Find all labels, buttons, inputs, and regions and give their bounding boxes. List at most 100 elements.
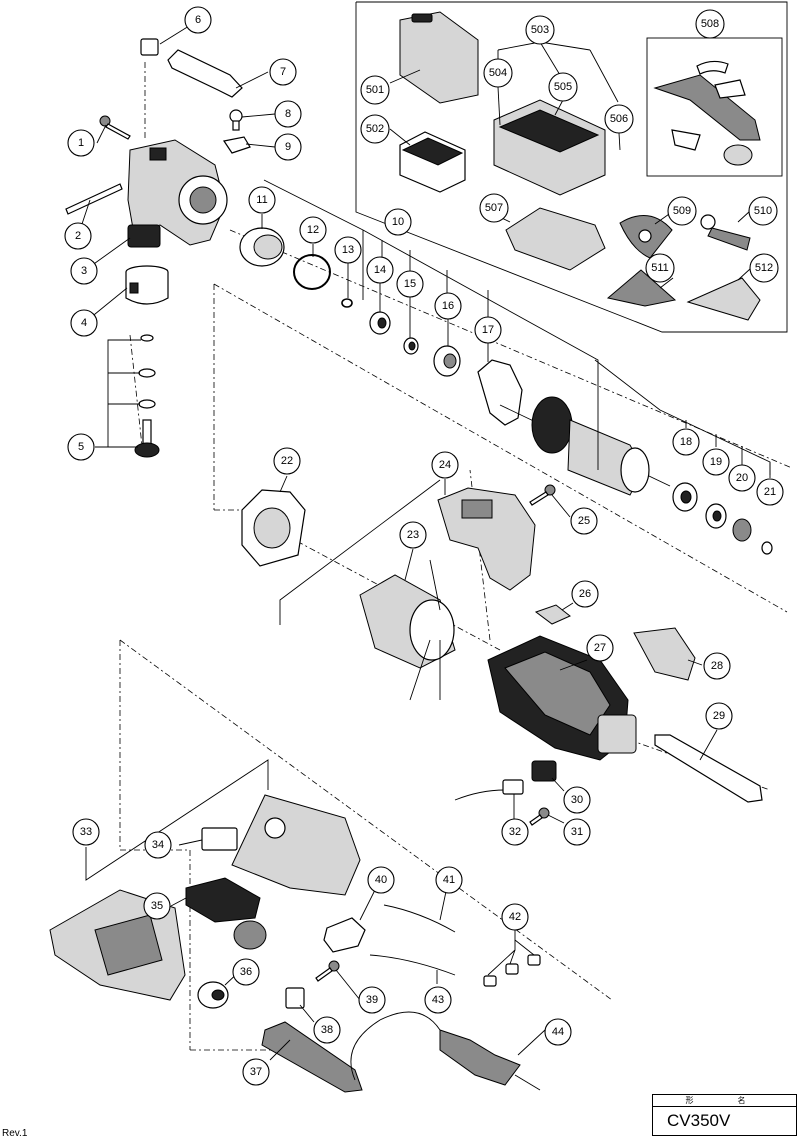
callout-27: 27 xyxy=(586,634,614,662)
callout-number: 21 xyxy=(764,486,776,498)
callout-number: 41 xyxy=(443,874,455,886)
callout-number: 512 xyxy=(755,262,773,274)
callout-36: 36 xyxy=(232,958,260,986)
part-main-housing xyxy=(487,635,637,761)
callout-number: 6 xyxy=(195,14,201,26)
callout-number: 42 xyxy=(509,911,521,923)
callout-25: 25 xyxy=(570,507,598,535)
callout-number: 503 xyxy=(531,24,549,36)
callout-4: 4 xyxy=(70,309,98,337)
part-noise-suppressor xyxy=(323,917,366,953)
callout-23: 23 xyxy=(399,521,427,549)
callout-511: 511 xyxy=(645,253,675,283)
attachment-set-frame xyxy=(646,37,783,177)
model-label: 形 名 xyxy=(653,1095,796,1107)
callout-number: 11 xyxy=(256,194,267,206)
callout-5: 5 xyxy=(67,433,95,461)
part-washer-21 xyxy=(761,541,773,555)
callout-number: 501 xyxy=(366,84,384,96)
part-systainer xyxy=(493,99,606,196)
callout-15: 15 xyxy=(396,270,424,298)
callout-21: 21 xyxy=(756,478,784,506)
part-bearing-18 xyxy=(672,482,698,512)
part-insert-tray xyxy=(505,207,606,271)
part-sanding-pad xyxy=(606,269,677,307)
callout-41: 41 xyxy=(435,866,463,894)
callout-number: 510 xyxy=(754,205,772,217)
callout-number: 38 xyxy=(321,1024,333,1036)
callout-42: 42 xyxy=(501,903,529,931)
part-armature xyxy=(499,396,671,496)
callout-number: 33 xyxy=(80,826,92,838)
callout-number: 32 xyxy=(509,826,521,838)
callout-number: 13 xyxy=(342,244,354,256)
callout-number: 509 xyxy=(673,205,691,217)
part-handle-half xyxy=(231,794,361,896)
part-fan-20 xyxy=(732,518,752,542)
callout-number: 34 xyxy=(152,839,164,851)
part-switch-knob xyxy=(534,604,571,625)
part-screw-1 xyxy=(99,115,131,140)
callout-8: 8 xyxy=(274,100,302,128)
callout-11: 11 xyxy=(248,186,276,214)
part-sanding-sheet xyxy=(686,277,761,321)
callout-number: 9 xyxy=(285,141,291,153)
leader-lines xyxy=(77,25,771,1061)
callout-44: 44 xyxy=(544,1018,572,1046)
callout-34: 34 xyxy=(144,831,172,859)
callout-43: 43 xyxy=(424,986,452,1014)
part-cord-32 xyxy=(454,779,524,801)
callout-501: 501 xyxy=(360,75,390,105)
callout-35: 35 xyxy=(143,892,171,920)
callout-number: 4 xyxy=(81,317,87,329)
callout-503: 503 xyxy=(525,15,555,45)
callout-number: 20 xyxy=(736,472,748,484)
part-brush-holder xyxy=(241,489,306,567)
callout-33: 33 xyxy=(72,818,100,846)
callout-6: 6 xyxy=(184,6,212,34)
callout-504: 504 xyxy=(483,58,513,88)
callout-31: 31 xyxy=(563,818,591,846)
callout-number: 506 xyxy=(610,113,628,125)
part-carry-case xyxy=(399,11,479,104)
part-clip xyxy=(223,136,251,154)
callout-number: 25 xyxy=(578,515,590,527)
callout-number: 17 xyxy=(482,324,494,336)
callout-number: 2 xyxy=(75,230,81,242)
part-o-ring xyxy=(293,254,331,290)
callout-number: 15 xyxy=(404,278,416,290)
part-controller xyxy=(185,877,267,950)
part-plunge-blade xyxy=(700,214,751,251)
callout-510: 510 xyxy=(748,196,778,226)
part-switch xyxy=(531,760,557,782)
callout-509: 509 xyxy=(667,196,697,226)
callout-20: 20 xyxy=(728,464,756,492)
callout-40: 40 xyxy=(367,866,395,894)
part-retaining-ring xyxy=(341,298,353,308)
callout-number: 30 xyxy=(571,794,583,806)
part-lever xyxy=(167,49,243,98)
callout-number: 3 xyxy=(81,265,87,277)
callout-16: 16 xyxy=(434,292,462,320)
callout-number: 28 xyxy=(711,660,723,672)
callout-number: 507 xyxy=(485,202,503,214)
callout-number: 511 xyxy=(651,262,669,274)
callout-19: 19 xyxy=(702,448,730,476)
callout-number: 35 xyxy=(151,900,163,912)
callout-3: 3 xyxy=(70,257,98,285)
part-terminals xyxy=(483,954,541,987)
callout-number: 19 xyxy=(710,456,722,468)
part-screw-8 xyxy=(229,109,243,131)
callout-number: 26 xyxy=(579,588,591,600)
callout-13: 13 xyxy=(334,236,362,264)
callout-number: 8 xyxy=(285,108,291,120)
callout-number: 10 xyxy=(392,216,404,228)
callout-number: 29 xyxy=(713,710,725,722)
callout-10: 10 xyxy=(384,208,412,236)
callout-507: 507 xyxy=(479,193,509,223)
callout-number: 12 xyxy=(307,224,319,236)
callout-14: 14 xyxy=(366,256,394,284)
callout-24: 24 xyxy=(431,451,459,479)
callout-38: 38 xyxy=(313,1016,341,1044)
